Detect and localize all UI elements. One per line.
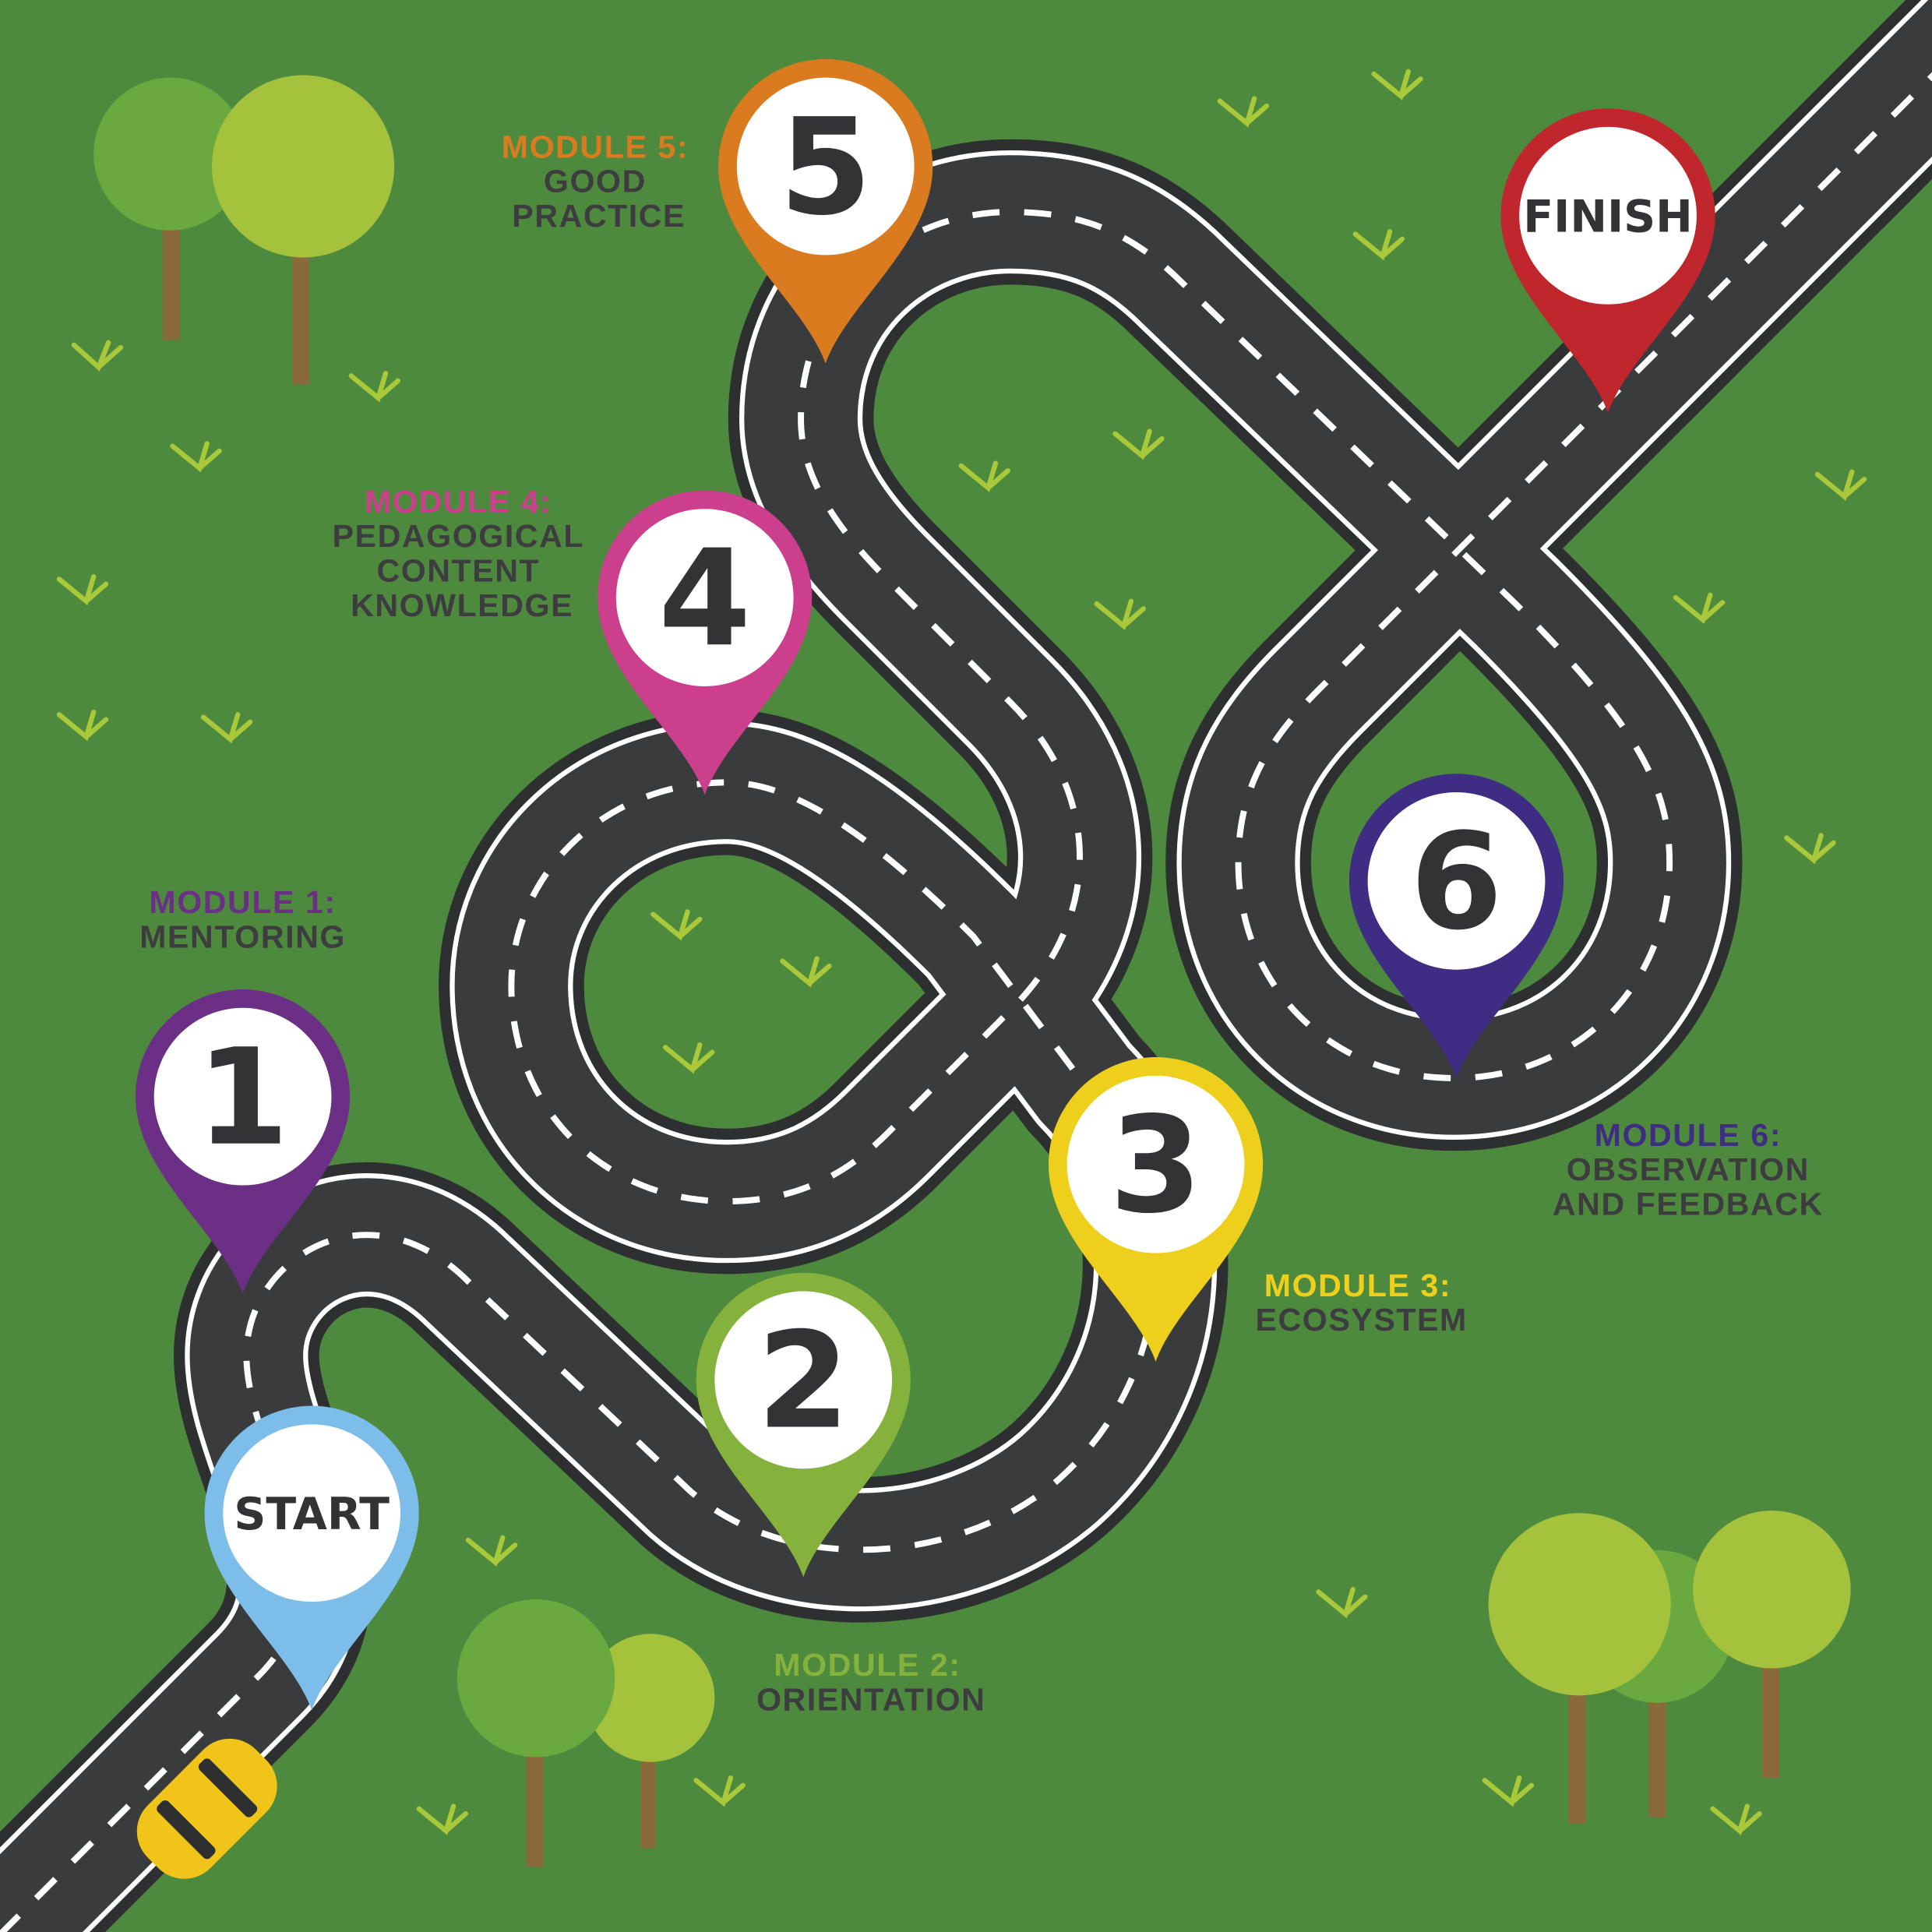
- module-line: KNOWLEDGE: [351, 587, 573, 623]
- module-line: ORIENTATION: [756, 1681, 985, 1717]
- pin-module-2[interactable]: 2: [696, 1272, 911, 1578]
- pin-module-4[interactable]: 4: [598, 490, 813, 795]
- module-6-label: MODULE 6: OBSERVATION AND FEEDBACK: [1553, 1117, 1824, 1222]
- module-title: MODULE 3:: [1264, 1267, 1451, 1303]
- pin-module-1[interactable]: 1: [135, 989, 351, 1294]
- module-5-label: MODULE 5: GOOD PRACTICE: [502, 129, 689, 234]
- module-title: MODULE 2:: [774, 1647, 961, 1683]
- pin-number: 6: [1410, 805, 1503, 960]
- module-line: CONTENT: [376, 553, 540, 589]
- tree-group-top-left: [93, 75, 395, 385]
- module-line: ECOSYSTEM: [1256, 1302, 1468, 1338]
- pin-module-3[interactable]: 3: [1048, 1057, 1264, 1362]
- pin-word: FINISH: [1523, 191, 1693, 242]
- pin-module-6[interactable]: 6: [1349, 774, 1564, 1078]
- pin-start[interactable]: START: [204, 1405, 419, 1711]
- module-title: MODULE 1:: [149, 884, 336, 920]
- pin-word: START: [234, 1489, 390, 1540]
- module-line: PRACTICE: [512, 198, 686, 234]
- module-3-label: MODULE 3: ECOSYSTEM: [1256, 1267, 1468, 1338]
- module-title: MODULE 6:: [1595, 1117, 1782, 1153]
- pin-number: 5: [779, 90, 872, 245]
- pin-number: 3: [1109, 1088, 1202, 1243]
- module-title: MODULE 5:: [502, 129, 689, 164]
- pin-number: 1: [196, 1021, 289, 1176]
- pin-finish[interactable]: FINISH: [1500, 108, 1715, 413]
- yellow-car-icon: [136, 1738, 277, 1879]
- module-line: MENTORING: [139, 918, 346, 954]
- tree-group-bottom-center: [457, 1599, 715, 1867]
- module-line: GOOD: [544, 164, 647, 199]
- module-line: PEDAGOGICAL: [333, 518, 584, 554]
- module-line: OBSERVATION: [1567, 1151, 1810, 1187]
- module-title: MODULE 4:: [365, 484, 552, 520]
- road-center-dashes: [0, 72, 1932, 1932]
- module-1-label: MODULE 1: MENTORING: [139, 884, 346, 954]
- module-line: AND FEEDBACK: [1553, 1186, 1824, 1222]
- pin-number: 2: [757, 1304, 850, 1459]
- grass-tufts: [56, 69, 1867, 1835]
- pin-module-5[interactable]: 5: [718, 58, 933, 364]
- tree-group-bottom-right: [1488, 1511, 1851, 1824]
- pin-number: 4: [658, 521, 751, 676]
- module-2-label: MODULE 2: ORIENTATION: [756, 1647, 985, 1717]
- module-4-label: MODULE 4: PEDAGOGICAL CONTENT KNOWLEDGE: [333, 484, 584, 623]
